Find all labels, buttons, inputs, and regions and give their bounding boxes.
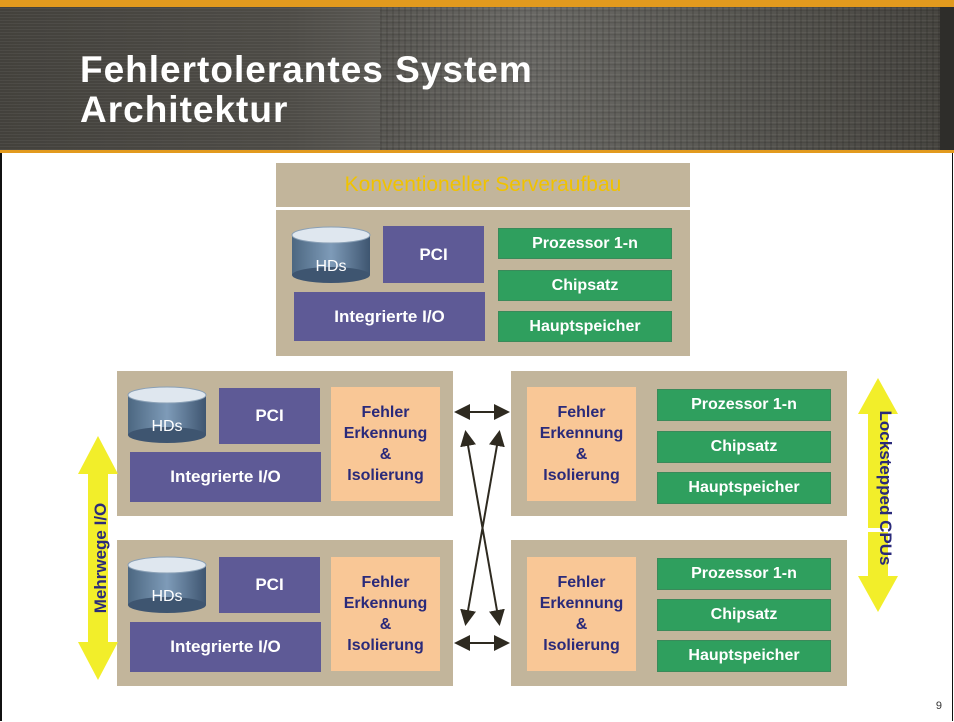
fault-line-2: Erkennung — [343, 425, 428, 442]
page-number: 9 — [935, 700, 942, 712]
fault-line-2: Erkennung — [343, 595, 428, 612]
memory-box: Hauptspeicher — [498, 311, 672, 342]
memory-box: Hauptspeicher — [657, 472, 831, 504]
fault-line-1: Fehler — [361, 404, 410, 421]
integrated-io-box: Integrierte I/O — [294, 292, 485, 341]
fault-line-3: & — [575, 616, 588, 633]
hds-label: HDs — [315, 258, 347, 275]
pci-box: PCI — [383, 226, 484, 283]
fault-line-4: Isolierung — [543, 637, 620, 654]
fault-line-2: Erkennung — [539, 595, 624, 612]
chipset-box: Chipsatz — [498, 270, 672, 301]
lockstep-arrow-top-icon — [858, 378, 898, 528]
fault-detection-box: Fehler Erkennung & Isolierung — [331, 557, 440, 671]
cross-arrow-2 — [460, 430, 505, 626]
fault-line-4: Isolierung — [347, 467, 424, 484]
fault-line-3: & — [575, 446, 588, 463]
fault-line-3: & — [379, 616, 392, 633]
processor-box: Prozessor 1-n — [657, 389, 831, 421]
fault-detection-box: Fehler Erkennung & Isolierung — [527, 387, 636, 501]
title-line-1: Fehlertolerantes System — [80, 49, 533, 90]
pci-box: PCI — [219, 388, 320, 444]
hds-disk-icon: HDs — [127, 386, 207, 444]
processor-box: Prozessor 1-n — [657, 558, 831, 590]
disk-cylinder-icon — [291, 226, 371, 283]
hds-label: HDs — [151, 418, 183, 435]
top-accent-bar — [0, 0, 954, 7]
lockstepped-cpus-label: Lockstepped CPUs — [876, 410, 895, 566]
integrated-io-box: Integrierte I/O — [130, 452, 321, 502]
fault-line-4: Isolierung — [347, 637, 424, 654]
hds-label: HDs — [151, 588, 183, 605]
processor-box: Prozessor 1-n — [498, 228, 672, 259]
slide-title: Fehlertolerantes System Architektur — [80, 50, 533, 130]
pci-box: PCI — [219, 557, 320, 613]
fault-detection-box: Fehler Erkennung & Isolierung — [331, 387, 440, 501]
multipath-io-label: Mehrwege I/O — [91, 502, 110, 614]
lockstep-arrow-bottom-icon — [858, 532, 898, 612]
title-line-2: Architektur — [80, 89, 289, 130]
fault-line-3: & — [379, 446, 392, 463]
conventional-heading: Konventioneller Serveraufbau — [276, 163, 690, 207]
fault-line-1: Fehler — [557, 404, 606, 421]
header-underline — [0, 150, 954, 153]
integrated-io-box: Integrierte I/O — [130, 622, 321, 672]
disk-cylinder-icon — [127, 556, 207, 613]
header-edge — [940, 7, 954, 150]
fault-line-1: Fehler — [557, 574, 606, 591]
disk-cylinder-icon — [127, 386, 207, 443]
chipset-box: Chipsatz — [657, 599, 831, 631]
fault-line-1: Fehler — [361, 574, 410, 591]
fault-line-4: Isolierung — [543, 467, 620, 484]
hds-disk-icon: HDs — [127, 556, 207, 614]
header-banner — [0, 7, 954, 150]
fault-detection-box: Fehler Erkennung & Isolierung — [527, 557, 636, 671]
memory-box: Hauptspeicher — [657, 640, 831, 672]
header-texture — [380, 7, 954, 150]
chipset-box: Chipsatz — [657, 431, 831, 463]
fault-line-2: Erkennung — [539, 425, 624, 442]
hds-disk-icon: HDs — [291, 226, 371, 284]
multipath-arrow-icon — [78, 436, 118, 680]
